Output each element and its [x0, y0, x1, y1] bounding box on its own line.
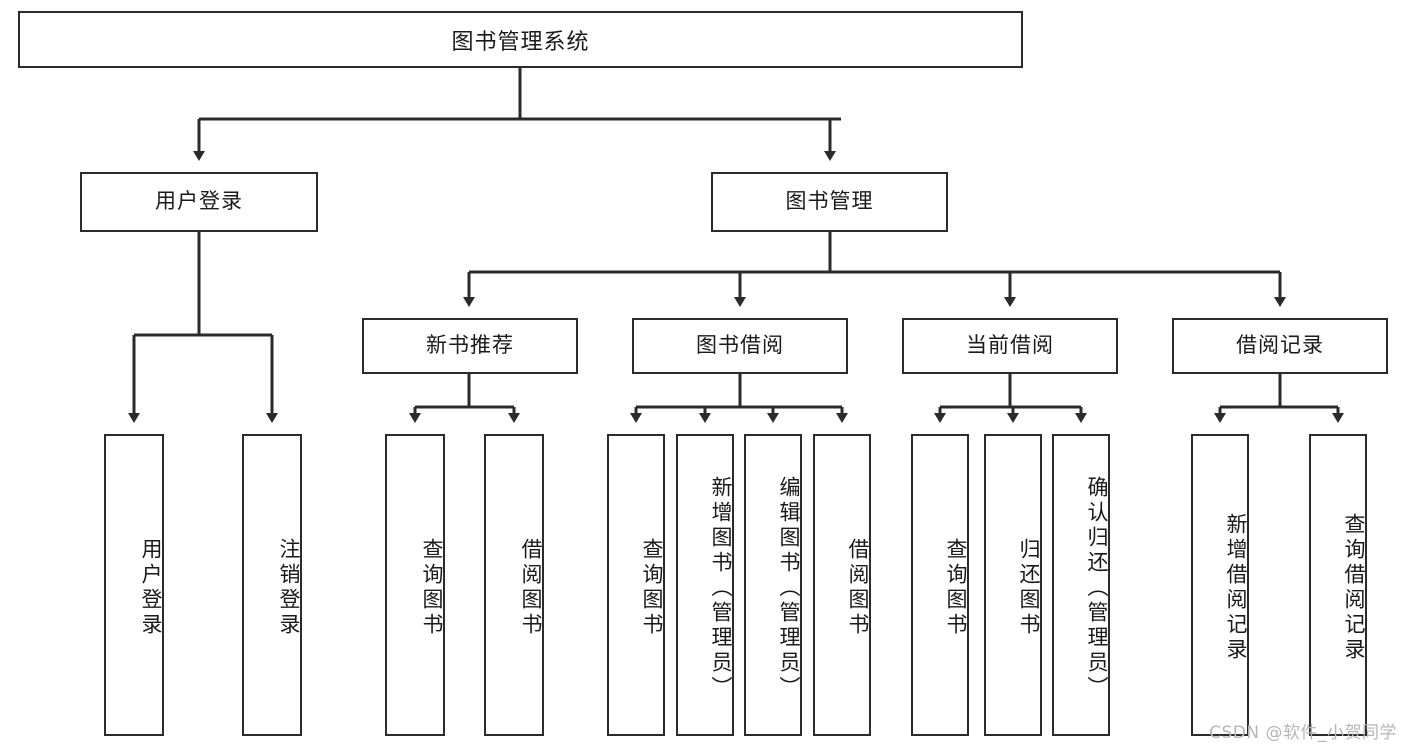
node-leaf-confirm-return-admin[interactable]: 确认归还（管理员） [1052, 434, 1110, 736]
node-book-management-system[interactable]: 图书管理系统 [18, 11, 1023, 68]
node-user-login[interactable]: 用户登录 [80, 172, 318, 232]
node-borrow-record[interactable]: 借阅记录 [1172, 318, 1388, 374]
node-leaf-add-book-admin[interactable]: 新增图书（管理员） [676, 434, 734, 736]
node-leaf-query-book-current[interactable]: 查询图书 [911, 434, 969, 736]
csdn-watermark: CSDN @软件_小贺同学 [1209, 723, 1397, 743]
node-leaf-user-logout[interactable]: 注销登录 [242, 434, 302, 736]
node-leaf-return-book[interactable]: 归还图书 [984, 434, 1042, 736]
node-leaf-query-book-borrow[interactable]: 查询图书 [607, 434, 665, 736]
node-leaf-add-borrow-record[interactable]: 新增借阅记录 [1191, 434, 1249, 736]
node-current-borrow[interactable]: 当前借阅 [902, 318, 1118, 374]
node-leaf-borrow-book-recommend[interactable]: 借阅图书 [484, 434, 544, 736]
node-new-book-recommend[interactable]: 新书推荐 [362, 318, 578, 374]
node-leaf-query-borrow-record[interactable]: 查询借阅记录 [1309, 434, 1367, 736]
node-leaf-edit-book-admin[interactable]: 编辑图书（管理员） [744, 434, 802, 736]
node-book-management[interactable]: 图书管理 [711, 172, 948, 232]
node-leaf-user-login[interactable]: 用户登录 [104, 434, 164, 736]
node-book-borrow[interactable]: 图书借阅 [632, 318, 848, 374]
node-leaf-borrow-book[interactable]: 借阅图书 [813, 434, 871, 736]
node-leaf-query-book-recommend[interactable]: 查询图书 [385, 434, 445, 736]
